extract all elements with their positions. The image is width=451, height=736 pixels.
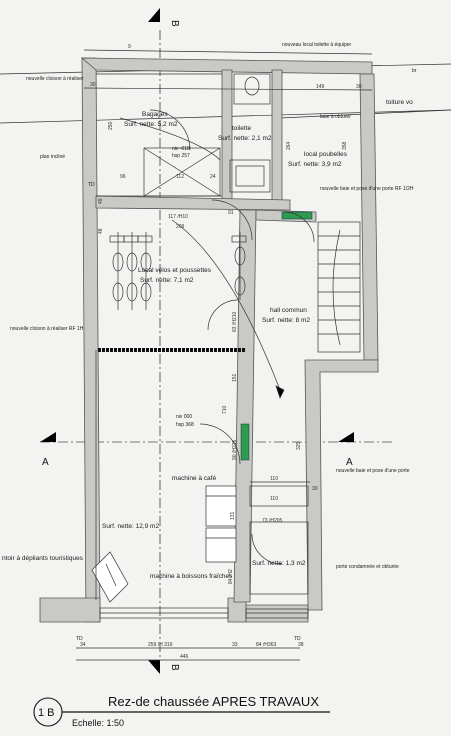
title-text: Rez-de chaussée APRES TRAVAUX xyxy=(108,694,319,709)
room-poubelles-area: Surf. nette: 3,9 m2 xyxy=(288,161,342,168)
dim-325: 325 xyxy=(296,441,302,450)
dim-48: 48 xyxy=(98,228,104,234)
room-hall-area: Surf. nette: 8 m2 xyxy=(262,317,310,324)
dim-96: 96 xyxy=(120,174,126,180)
note-toiture: toiture vo xyxy=(386,99,413,106)
section-label-a-left: A xyxy=(42,457,49,468)
note-porte-condamnee: porte condamnée et obturée xyxy=(336,564,399,570)
section-line-a xyxy=(40,432,395,443)
section-label-b-bottom: B xyxy=(169,664,180,671)
room-hall-name: hall commun xyxy=(270,307,307,314)
room-toilette-area: Surf. nette: 2,1 m2 xyxy=(218,135,272,142)
dim-358: 358 xyxy=(342,141,348,150)
bike-rack xyxy=(109,232,247,310)
dim-34: 34 xyxy=(80,642,86,648)
note-baie-obturer: baie à obturer xyxy=(320,114,351,120)
note-br: br xyxy=(412,68,417,74)
note-td-right: TD xyxy=(294,636,301,642)
note-td-top: TD xyxy=(88,182,95,188)
section-label-a-right: A xyxy=(346,457,353,468)
note-nouvelle-cloison-rf: nouvelle cloison à réaliser RF 1H xyxy=(10,326,84,332)
dim-73h: 73 /H205 xyxy=(262,518,283,524)
title-badge-text: 1 B xyxy=(38,707,55,719)
section-line-b xyxy=(148,8,161,674)
note-comptoir: ntoir à dépliants touristiques xyxy=(2,555,84,562)
note-hsp-mid: hsp 368 xyxy=(176,422,194,428)
note-nouvelle-baie-top: nouvelle baie et pose d'une porte RF 1/2… xyxy=(320,186,414,192)
room-velos-name: Local vélos et poussettes xyxy=(138,267,212,274)
note-nouvelle-baie-mid: nouvelle baie et pose d'une porte xyxy=(336,468,410,474)
dim-91: 91 xyxy=(228,210,234,216)
room-bagages-area: Surf. nette: 5,2 m2 xyxy=(124,121,178,128)
room-bagages-name: Bagages xyxy=(142,111,168,118)
dim-710: 710 xyxy=(222,405,228,414)
dim-24: 24 xyxy=(210,174,216,180)
dim-149: 149 xyxy=(316,84,325,90)
new-door-top xyxy=(281,211,313,220)
dim-110b: 110 xyxy=(270,496,278,502)
windows xyxy=(99,607,309,619)
scale-text: Echelle: 1:50 xyxy=(72,718,124,728)
room-small-area: Surf. nette: 1,3 m2 xyxy=(252,560,306,567)
note-nouvelle-cloison-top: nouvelle cloison à réaliser xyxy=(26,76,84,82)
dim-446: 446 xyxy=(180,654,189,660)
room-toilette-name: toilette xyxy=(232,125,252,132)
dim-151: 151 xyxy=(232,373,238,382)
dim-30a: 30 xyxy=(90,82,96,88)
circulation-arrows xyxy=(119,117,285,399)
dim-84h: 84 /H2 xyxy=(228,569,234,584)
note-machine-cafe: machine à café xyxy=(172,475,216,482)
small-room xyxy=(249,485,309,595)
dim-90h: 90 /H215 xyxy=(232,439,238,460)
dim-30c: 30 xyxy=(312,486,318,492)
dim-33: 33 xyxy=(232,642,238,648)
section-label-b-top: B xyxy=(169,20,180,27)
dim-top: 9 xyxy=(128,44,131,50)
dim-110a: 110 xyxy=(270,476,278,482)
dim-250: 250 xyxy=(108,121,114,130)
dim-chains xyxy=(76,49,373,661)
new-door-mid xyxy=(240,423,250,461)
room-poubelles-name: local poubelles xyxy=(304,151,348,158)
dim-131: 131 xyxy=(230,511,236,520)
door-swings xyxy=(149,109,315,565)
dim-209: 209 xyxy=(176,224,185,230)
dim-112: 112 xyxy=(176,174,184,180)
dim-84b: 84 /H363 xyxy=(256,642,277,648)
title-block: 1 B Rez-de chaussée APRES TRAVAUX Echell… xyxy=(33,694,330,728)
room-velos-area: Surf. nette: 7,1 m2 xyxy=(140,277,194,284)
interior-lines xyxy=(95,73,310,600)
toilet-fixtures xyxy=(229,73,271,193)
note-td-left: TD xyxy=(76,636,83,642)
dim-117h: 117 /H10 xyxy=(168,214,188,220)
staircase xyxy=(317,221,361,353)
note-niv-top: niv -018 xyxy=(172,146,190,152)
dim-49: 49 xyxy=(98,198,104,204)
dim-30b: 30 xyxy=(356,84,362,90)
note-plan-incline: plan incliné xyxy=(40,154,65,160)
dim-259: 259 /H 319 xyxy=(148,642,173,648)
dim-38: 38 xyxy=(298,642,304,648)
note-hsp-top: hsp 257 xyxy=(172,153,190,159)
room-main-area: Surf. nette: 12,9 m2 xyxy=(102,523,159,530)
note-nouveau-local: nouveau local toilette à équiper xyxy=(282,42,352,48)
dim-264: 264 xyxy=(286,141,292,150)
machines xyxy=(205,485,237,563)
note-niv-mid: niv 000 xyxy=(176,414,192,420)
brochure-stand xyxy=(91,551,129,603)
note-machine-boissons: machine à boissons fraîches xyxy=(150,573,233,580)
dim-83h: 83 /H210 xyxy=(232,311,238,332)
